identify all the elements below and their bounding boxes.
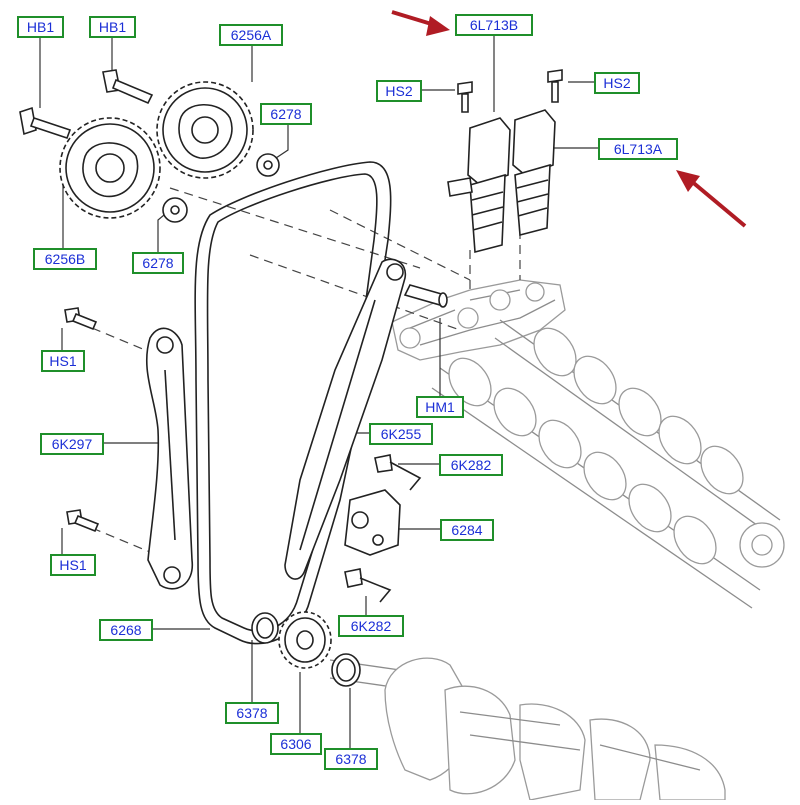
- alignment-lines: [91, 187, 521, 553]
- label-6k297[interactable]: 6K297: [40, 433, 104, 455]
- upper-cam-lobes-ghost: [533, 327, 744, 495]
- cam-sprocket-6256B: [59, 117, 161, 219]
- bolt-hs2-left: [457, 81, 473, 113]
- label-6256b[interactable]: 6256B: [33, 248, 97, 270]
- label-6268[interactable]: 6268: [99, 619, 153, 641]
- bolt-hs2-right: [547, 69, 563, 103]
- label-6284[interactable]: 6284: [440, 519, 494, 541]
- label-hm1[interactable]: HM1: [416, 396, 464, 418]
- bolt-hs1-top: [64, 307, 98, 331]
- cam-sprocket-6256A: [156, 81, 254, 179]
- crank-sprocket-6306: [278, 611, 332, 669]
- bolt-hs1-bottom: [66, 509, 100, 533]
- label-hs2-left[interactable]: HS2: [376, 80, 422, 102]
- pin-HM1: [403, 284, 448, 308]
- label-hs2-right[interactable]: HS2: [594, 72, 640, 94]
- crankshaft-ghost: [329, 657, 726, 801]
- label-6306[interactable]: 6306: [270, 733, 322, 755]
- o-ring-6378-left: [251, 612, 279, 644]
- label-6k282-bottom[interactable]: 6K282: [338, 615, 404, 637]
- bolt-6K282-top: [374, 454, 422, 491]
- label-6l713b[interactable]: 6L713B: [455, 14, 533, 36]
- label-6256a[interactable]: 6256A: [219, 24, 283, 46]
- label-6378-right[interactable]: 6378: [324, 748, 378, 770]
- vct-solenoid-6L713B: [447, 117, 511, 254]
- label-hs1-top[interactable]: HS1: [41, 350, 85, 372]
- o-ring-6378-right: [331, 653, 361, 687]
- bolt-hb1-right: [102, 69, 154, 105]
- washer-6278-top: [256, 153, 280, 177]
- chain-tensioner-6284: [344, 489, 401, 556]
- label-6k282-top[interactable]: 6K282: [439, 454, 503, 476]
- arrow-to-6L713B: [391, 10, 450, 36]
- label-6378-left[interactable]: 6378: [225, 702, 279, 724]
- bolt-6K282-bottom: [344, 568, 392, 603]
- vct-solenoid-6L713A: [512, 109, 556, 237]
- washer-6278-bottom: [162, 197, 188, 223]
- label-6k255[interactable]: 6K255: [369, 423, 433, 445]
- chain-guide-6K297: [146, 327, 193, 590]
- chain-guide-6K255: [284, 258, 407, 580]
- label-6278-top[interactable]: 6278: [260, 103, 312, 125]
- lower-cam-lobes-ghost: [448, 357, 717, 565]
- label-6l713a[interactable]: 6L713A: [598, 138, 678, 160]
- label-6278-bottom[interactable]: 6278: [132, 252, 184, 274]
- label-hb1-right[interactable]: HB1: [89, 16, 136, 38]
- label-hb1-left[interactable]: HB1: [17, 16, 64, 38]
- bolt-hb1-left: [19, 106, 72, 140]
- arrow-to-6L713A: [676, 170, 747, 228]
- label-hs1-bottom[interactable]: HS1: [50, 554, 96, 576]
- camshaft-assembly-ghost: [391, 279, 785, 609]
